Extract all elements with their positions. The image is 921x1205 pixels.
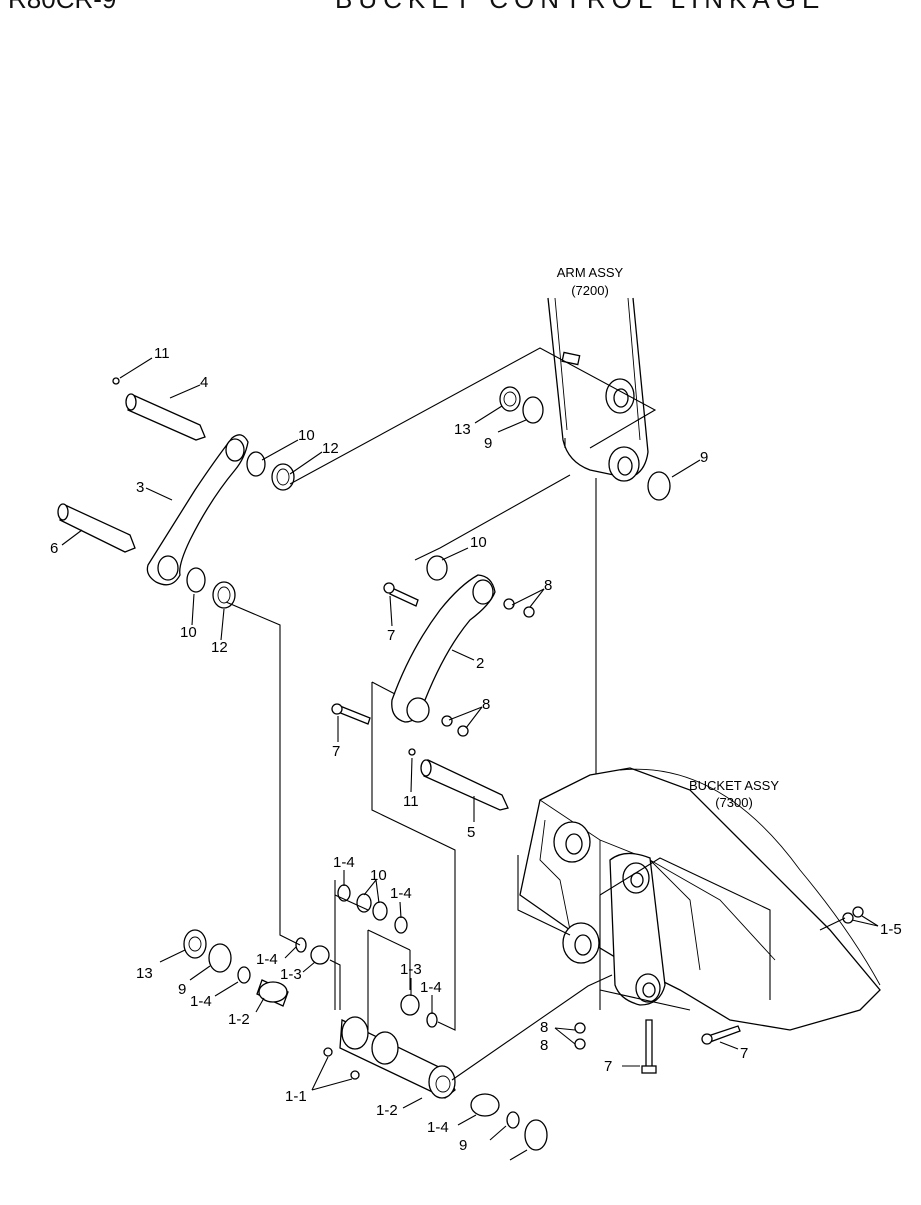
callout-10: 10 xyxy=(298,427,315,444)
callout-8: 8 xyxy=(540,1019,548,1036)
bucket-assembly-drawing xyxy=(519,767,881,1031)
washers-upper-left xyxy=(186,451,295,609)
callout-1-1: 1-2 xyxy=(376,1102,398,1119)
callout-8: 8 xyxy=(482,696,490,713)
callout-1-3: 1-3 xyxy=(280,966,302,983)
callout-5: 5 xyxy=(467,824,475,841)
callout-7: 7 xyxy=(740,1045,748,1062)
callout-12: 12 xyxy=(322,440,339,457)
assembly-lines xyxy=(225,347,846,1081)
callout-1-4: 1-4 xyxy=(333,854,355,871)
callout-8: 8 xyxy=(544,577,552,594)
callout-13: 13 xyxy=(454,421,471,438)
callout-7: 7 xyxy=(604,1058,612,1075)
arm-assy-label: ARM ASSY xyxy=(557,265,624,280)
callout-12: 12 xyxy=(211,639,228,656)
bucket-assy-label: BUCKET ASSY xyxy=(689,778,779,793)
callout-8: 1-5 xyxy=(880,921,902,938)
link-1-1-drawing xyxy=(256,945,500,1117)
callout-7: 7 xyxy=(332,743,340,760)
callout-3: 3 xyxy=(136,479,144,496)
arm-assembly-drawing xyxy=(547,297,649,848)
callout-9: 9 xyxy=(700,449,708,466)
callout-1-5: 1-1 xyxy=(285,1088,307,1105)
callout-1-4: 1-4 xyxy=(390,885,412,902)
callout-10: 10 xyxy=(180,624,197,641)
callout-13: 13 xyxy=(136,965,153,982)
callout-9: 9 xyxy=(178,981,186,998)
link-2-drawing xyxy=(331,555,535,811)
model-number: R80CR-9 xyxy=(8,0,116,15)
link-3-drawing xyxy=(57,377,249,586)
callout-1-2: 1-4 xyxy=(427,1119,449,1136)
callout-7: 7 xyxy=(387,627,395,644)
page-title: BUCKET CONTROL LINKAGE xyxy=(335,0,825,15)
callout-11: 11 xyxy=(154,345,170,362)
callout-2: 2 xyxy=(476,655,484,672)
callout-1-4: 1-4 xyxy=(420,979,442,996)
callout-1-2: 1-2 xyxy=(228,1011,250,1028)
leader-lines xyxy=(61,357,879,1161)
washers-arm xyxy=(499,386,671,501)
arm-assy-code: (7200) xyxy=(571,283,609,298)
washers-bottom xyxy=(183,884,864,1151)
callout-1-4: 9 xyxy=(459,1137,467,1154)
callout-6: 6 xyxy=(50,540,58,557)
callout-4: 4 xyxy=(200,374,208,391)
callout-9: 9 xyxy=(484,435,492,452)
callout-1-4: 1-4 xyxy=(190,993,212,1010)
callout-10: 10 xyxy=(470,534,487,551)
callout-8: 8 xyxy=(540,1037,548,1054)
callout-1-3: 1-3 xyxy=(400,961,422,978)
callout-1-4: 1-4 xyxy=(256,951,278,968)
callout-10: 10 xyxy=(370,867,387,884)
bucket-assy-code: (7300) xyxy=(715,795,753,810)
callout-11: 11 xyxy=(403,793,419,810)
